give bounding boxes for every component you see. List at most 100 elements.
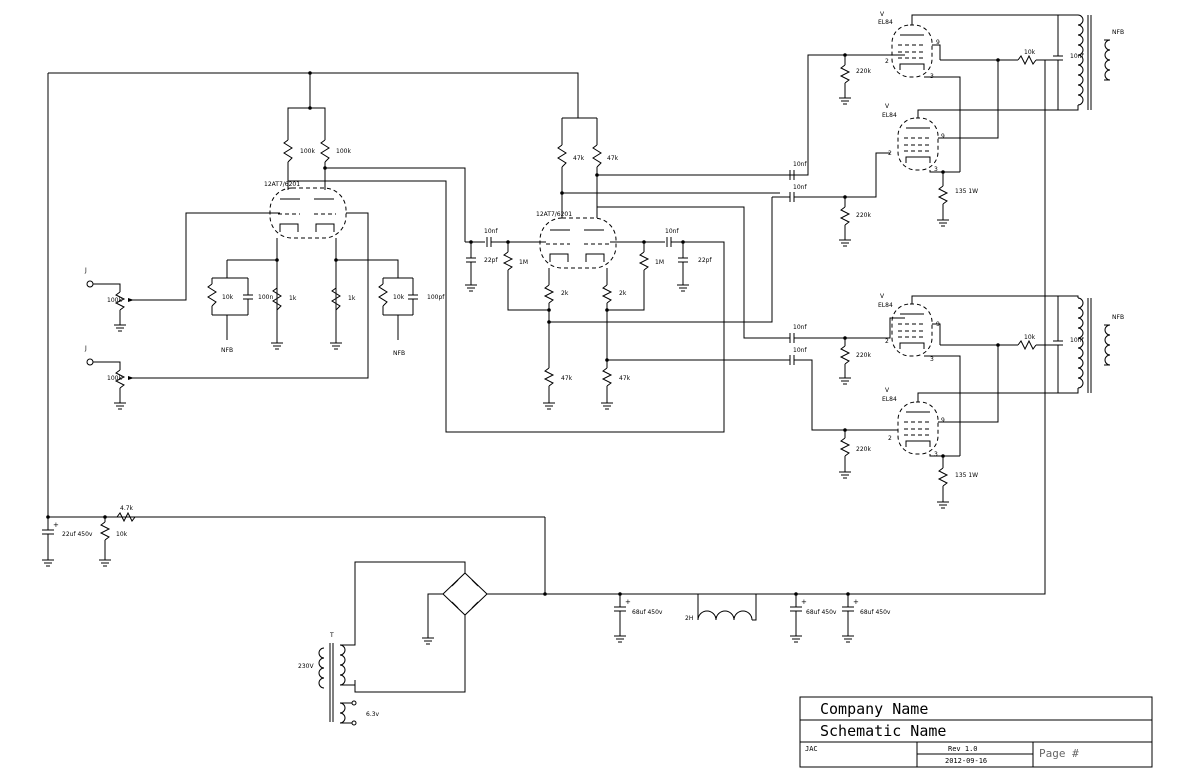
r-220k-d-label: 220k [856, 446, 871, 453]
tube-4-pin3: 3 [934, 451, 938, 458]
output-stage-lower: 10nf 10nf 220k 220k V EL84 9 2 3 V [789, 293, 1124, 509]
tube-3-v: V [880, 293, 885, 300]
input-tube [269, 187, 347, 239]
r-47k-a-label: 47k [561, 375, 573, 382]
r-10k-a-label: 10k [1024, 49, 1036, 56]
tube-4-v: V [885, 387, 890, 394]
tube-1-v: V [880, 11, 885, 18]
el84-tube-4 [897, 401, 939, 455]
tube-3-pin2: 2 [885, 338, 889, 345]
r-pi-a-label: 47k [573, 155, 585, 162]
company-name: Company Name [820, 700, 928, 718]
c-out-d-label: 10nf [793, 347, 807, 354]
tube-2-type: EL84 [882, 112, 897, 119]
tube-1-type: EL84 [878, 19, 893, 26]
jack-b-label: J [84, 345, 87, 352]
r-1m-a-label: 1M [519, 259, 528, 266]
r-4k7-label: 4.7k [120, 505, 134, 512]
tube-2-pin2: 2 [888, 150, 892, 157]
r-fb-a-label: 10k [222, 294, 234, 301]
r-cath-b-label: 1k [348, 295, 356, 302]
el84-tube-2 [897, 117, 939, 171]
el84-tube-3 [891, 303, 933, 357]
date: 2012-09-16 [945, 757, 987, 765]
xfmr-primary [318, 647, 325, 689]
nfb-b-label: NFB [393, 350, 405, 357]
c-1n-a-label: 10nf [1070, 53, 1084, 60]
nfb-out-a-label: NFB [1112, 29, 1124, 36]
r-fb-b-label: 10k [393, 294, 405, 301]
r-135-b-label: 135 1W [955, 472, 978, 479]
schematic-name: Schematic Name [820, 722, 946, 740]
c-out-b-label: 10nf [793, 184, 807, 191]
el84-tube-1 [891, 24, 933, 78]
plus-c: + [801, 598, 807, 606]
revision: Rev 1.0 [948, 745, 978, 753]
phase-inverter: 47k 47k 12AT7/6201 10nf 22pf 1M [465, 54, 905, 410]
tube-3-pin3: 3 [930, 356, 934, 363]
tube-2-pin3: 3 [934, 166, 938, 173]
plus-a: + [53, 521, 59, 529]
input-stage: 100k 100k 12AT7/6201 1k 1k [84, 139, 725, 433]
tube-4-pin2: 2 [888, 435, 892, 442]
c-22pf-b-label: 22pf [698, 257, 712, 264]
r-2k-b-label: 2k [619, 290, 627, 297]
page-number: Page # [1039, 747, 1079, 760]
c-out-c-label: 10nf [793, 324, 807, 331]
c-fb-label: 10nf [665, 228, 679, 235]
r-cath-a-label: 1k [289, 295, 297, 302]
title-block: Company Name Schematic Name JAC Rev 1.0 … [799, 696, 1153, 768]
c-1n-b-label: 10nf [1070, 337, 1084, 344]
tube-2-v: V [885, 103, 890, 110]
pot-a-label: 100k [107, 297, 122, 304]
jack-a-label: J [84, 267, 87, 274]
r-pi-b-label: 47k [607, 155, 619, 162]
plus-d: + [853, 598, 859, 606]
phase-tube-label: 12AT7/6201 [536, 211, 572, 218]
tube-3-type: EL84 [878, 302, 893, 309]
xfmr-label: T [329, 632, 334, 639]
choke [697, 610, 753, 621]
c-fb-a-label: 100n [258, 294, 273, 301]
r-1m-b-label: 1M [655, 259, 664, 266]
v230-label: 230V [298, 663, 314, 670]
author: JAC [805, 745, 818, 753]
output-stage-upper: 10nf 10nf 220k 220k V EL84 9 2 3 [772, 11, 1124, 247]
r-220k-b-label: 220k [856, 212, 871, 219]
nfb-a-label: NFB [221, 347, 233, 354]
c-22uf-label: 22uf 450v [62, 531, 93, 538]
r-plate-b-label: 100k [336, 148, 351, 155]
tube-1-pin9: 9 [936, 39, 940, 46]
xfmr-secondary [339, 644, 346, 686]
r-10k-b-label: 10k [1024, 334, 1036, 341]
input-tube-label: 12AT7/6201 [264, 181, 300, 188]
pot-b-label: 100k [107, 375, 122, 382]
bridge-rectifier [442, 572, 488, 616]
c-68uf-a-label: 68uf 450v [632, 609, 663, 616]
nfb-out-b-label: NFB [1112, 314, 1124, 321]
choke-label: 2H [685, 615, 693, 622]
r-plate-a-label: 100k [300, 148, 315, 155]
tube-2-pin9: 9 [941, 133, 945, 140]
power-supply: + 22uf 450v 10k 4.7k + 68uf 450v [42, 505, 891, 726]
tube-4-pin9: 9 [941, 417, 945, 424]
r-135-a-label: 135 1W [955, 188, 978, 195]
c-68uf-b-label: 68uf 450v [806, 609, 837, 616]
c-in-label: 10nf [484, 228, 498, 235]
tube-1-pin2: 2 [885, 58, 889, 65]
plus-b: + [625, 598, 631, 606]
phase-tube [539, 217, 617, 269]
r-47k-b-label: 47k [619, 375, 631, 382]
r-220k-a-label: 220k [856, 68, 871, 75]
r-2k-a-label: 2k [561, 290, 569, 297]
v63-label: 6.3v [366, 711, 380, 718]
c-22pf-a-label: 22pf [484, 257, 498, 264]
r-220k-c-label: 220k [856, 352, 871, 359]
c-68uf-c-label: 68uf 450v [860, 609, 891, 616]
r-bleed-label: 10k [116, 531, 128, 538]
c-out-a-label: 10nf [793, 161, 807, 168]
b-plus-rails [46, 60, 1046, 596]
c-fb-b-label: 100pf [427, 294, 445, 301]
tube-4-type: EL84 [882, 396, 897, 403]
